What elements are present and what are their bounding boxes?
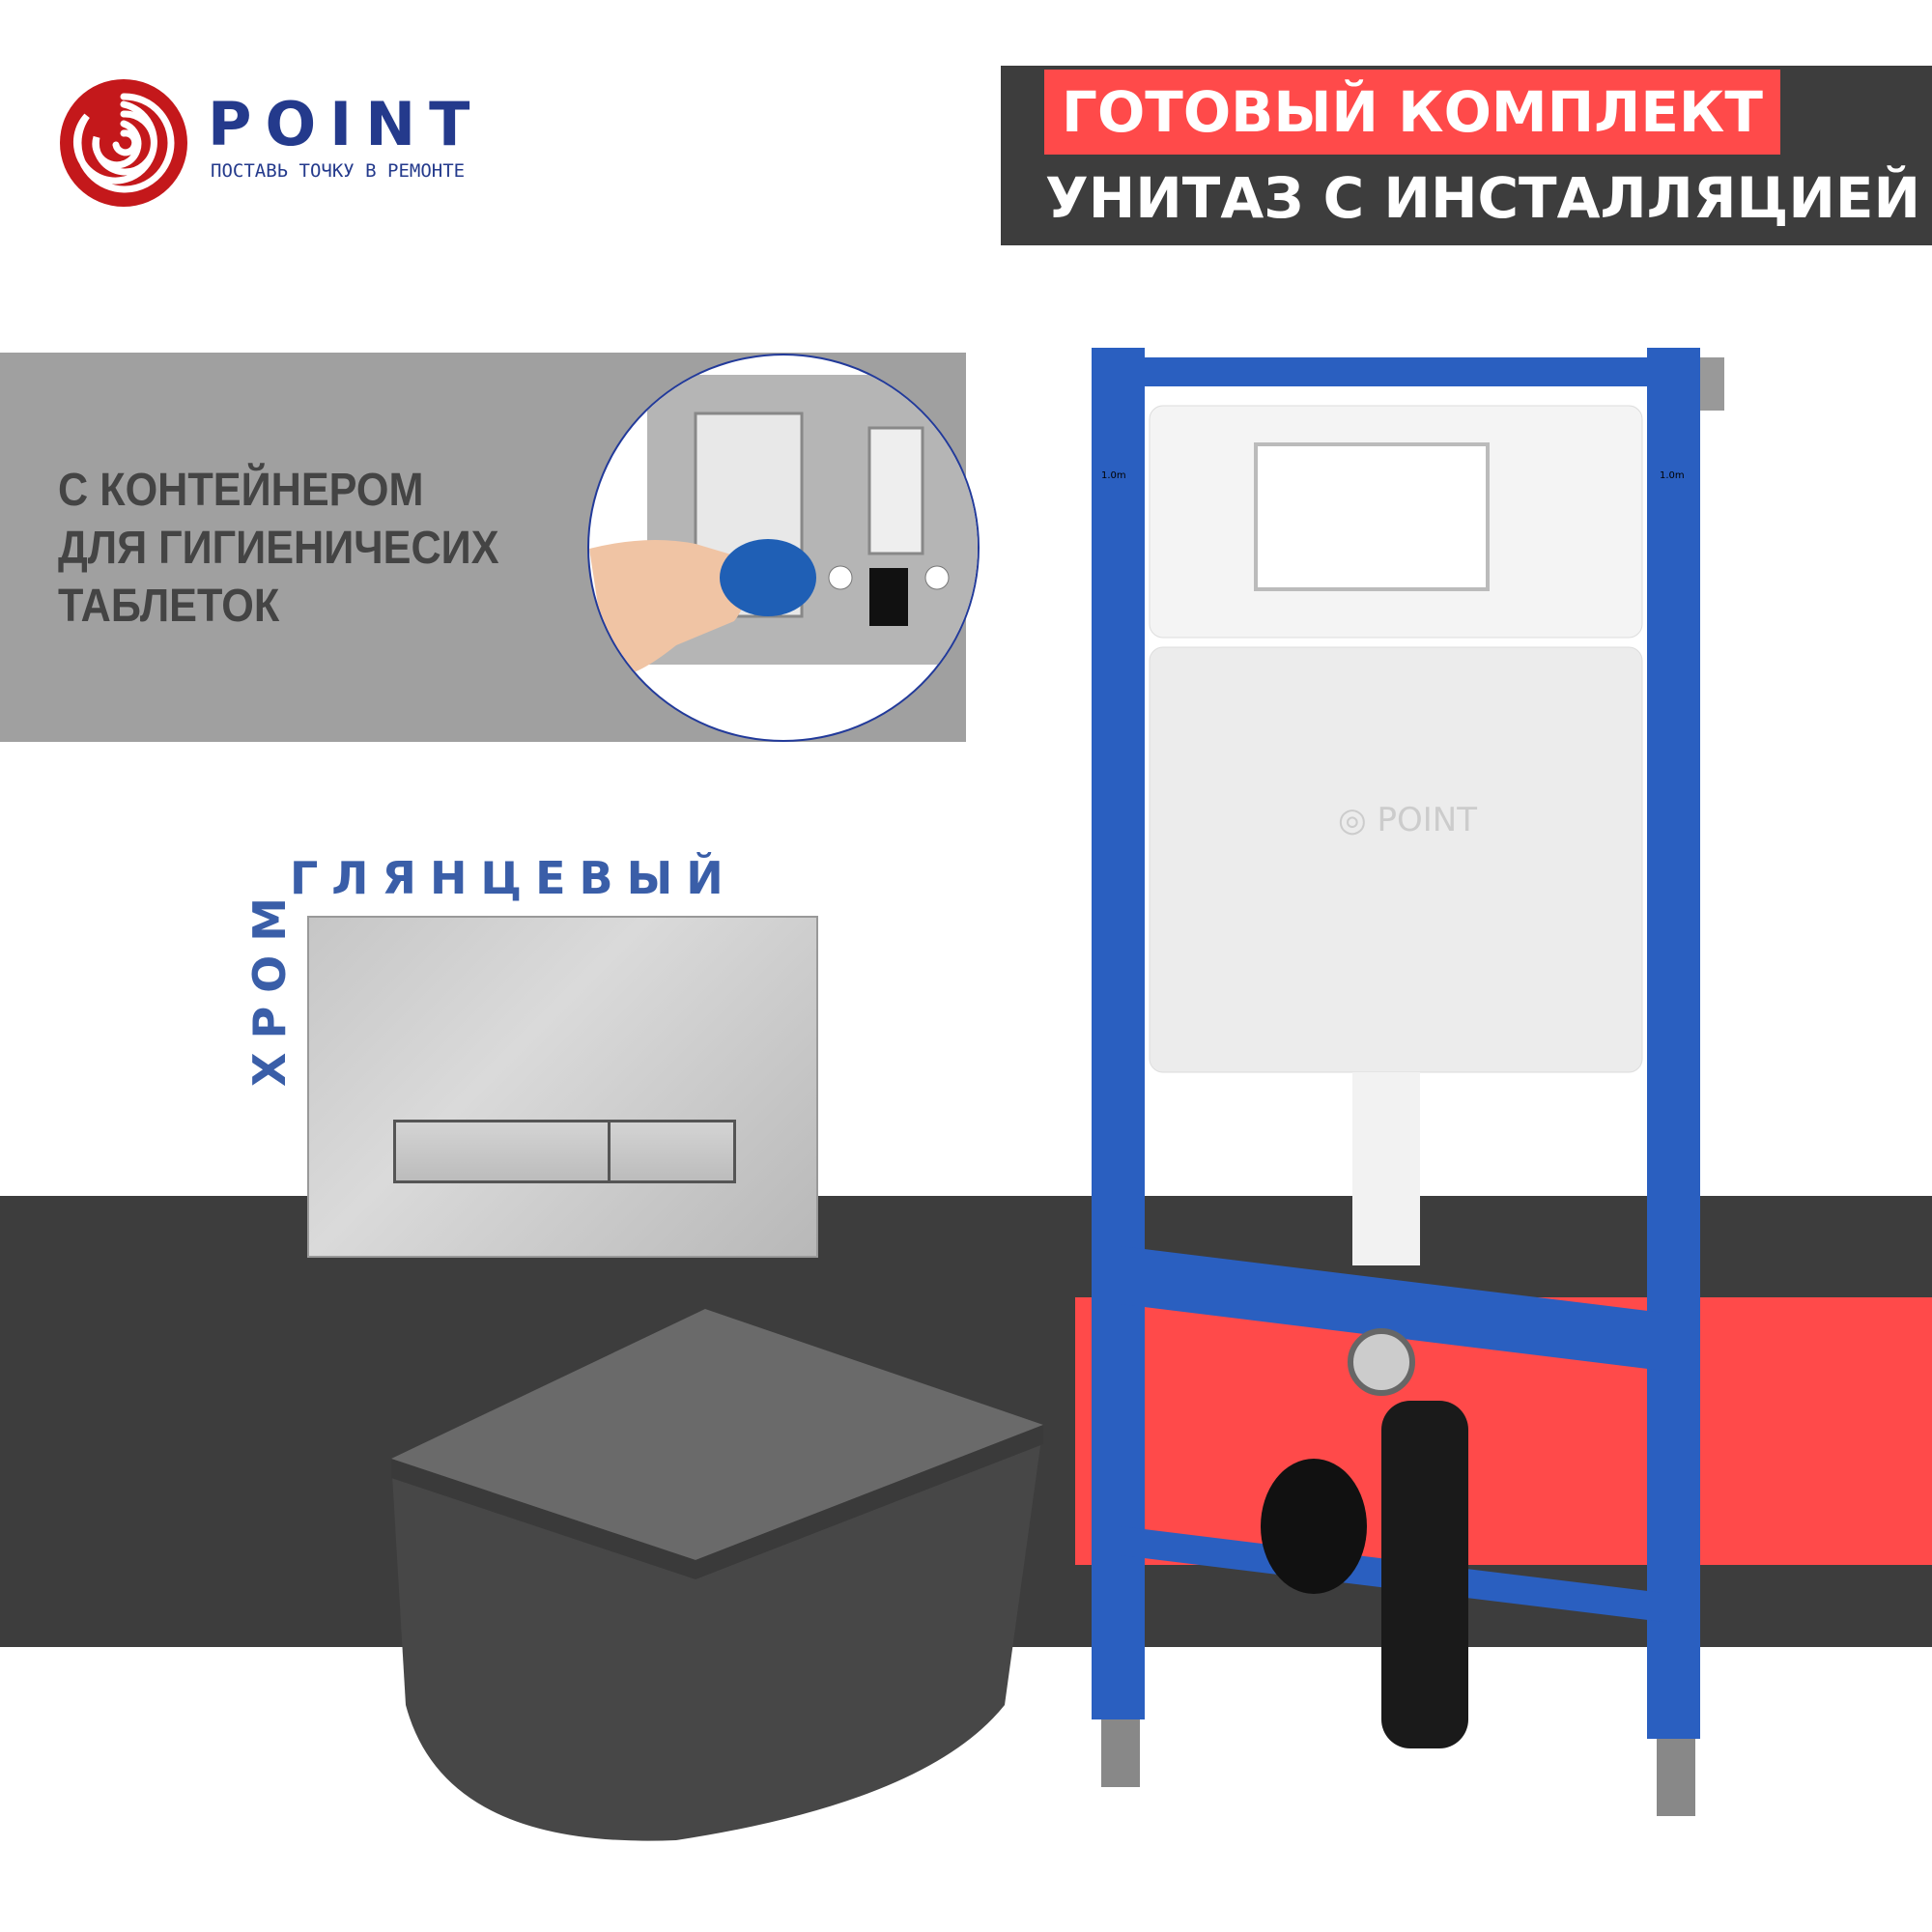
feature-line: ТАБЛЕТОК — [58, 581, 280, 632]
feature-line: С КОНТЕЙНЕРОМ — [58, 465, 424, 516]
color-label: ХРОМ — [243, 883, 296, 1087]
tablet-container-illustration — [589, 375, 978, 676]
svg-text:◎ POINT: ◎ POINT — [1338, 801, 1477, 839]
flush-button-half — [608, 1120, 736, 1183]
feature-text: С КОНТЕЙНЕРОМ ДЛЯ ГИГИЕНИЧЕСИХ ТАБЛЕТОК — [58, 462, 499, 636]
wall-hung-toilet — [391, 1309, 1043, 1841]
header-subtitle: УНИТАЗ С ИНСТАЛЛЯЦИЕЙ — [1045, 165, 1921, 231]
header-title: ГОТОВЫЙ КОМПЛЕКТ — [1044, 70, 1780, 155]
level-marker-left: 1.0m — [1101, 470, 1126, 481]
brand-tagline: ПОСТАВЬ ТОЧКУ В РЕМОНТЕ — [211, 160, 466, 182]
level-marker-right: 1.0m — [1660, 470, 1685, 481]
feature-line: ДЛЯ ГИГИЕНИЧЕСИХ — [58, 523, 499, 574]
installation-frame: ◎ POINT 1.0m 1.0m — [1092, 348, 1724, 1816]
brand-logo-spiral-icon — [60, 79, 187, 207]
brand-name: POINT — [208, 89, 484, 159]
flush-plate — [307, 916, 818, 1258]
finish-label: ГЛЯНЦЕВЫЙ — [290, 852, 737, 904]
tablet-container-photo — [587, 354, 980, 742]
flush-button-full — [393, 1120, 611, 1183]
